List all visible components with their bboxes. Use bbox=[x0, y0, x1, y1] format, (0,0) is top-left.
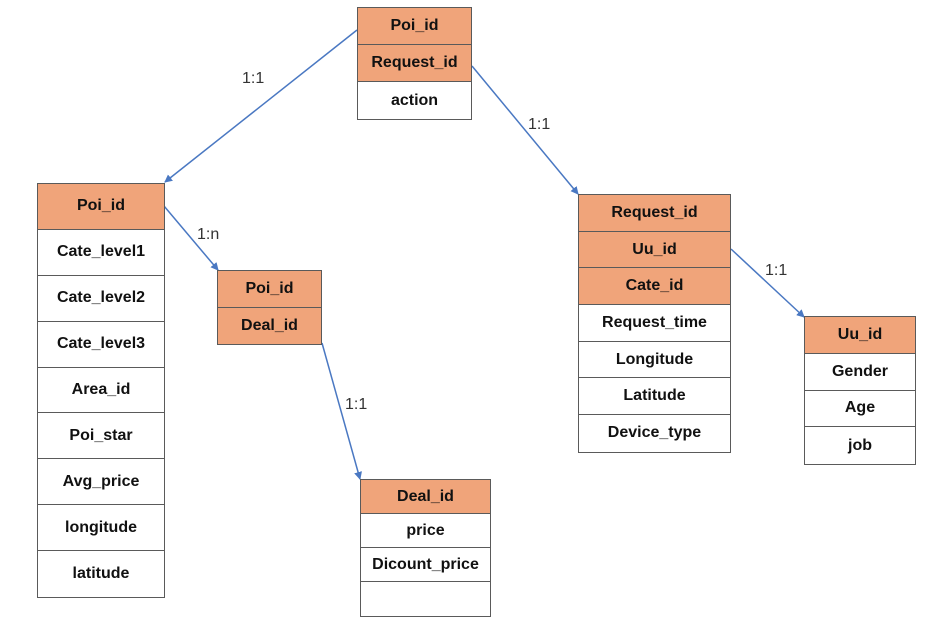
field-blank bbox=[361, 582, 490, 616]
field-action: action bbox=[390, 91, 439, 109]
relation-arrow-request-to-user bbox=[730, 248, 805, 318]
key-field-deal-id: Deal_id bbox=[361, 480, 490, 514]
field-cate-level1: Cate_level1 bbox=[38, 230, 164, 276]
field-latitude: Latitude bbox=[579, 378, 730, 416]
relation-label-request-user: 1:1 bbox=[765, 262, 788, 279]
field-request-time: Request_time bbox=[579, 305, 730, 342]
field-cate-level2: Cate_level2 bbox=[38, 276, 164, 322]
key-field-request-id: Request_id bbox=[358, 45, 471, 82]
key-field-uu-id: Uu_id bbox=[805, 317, 915, 354]
field-gender: Gender bbox=[805, 354, 915, 391]
field-device-type: Device_type bbox=[607, 424, 702, 442]
key-field-deal-id: Deal_id bbox=[218, 307, 321, 344]
field-poi-star: Poi_star bbox=[38, 413, 164, 460]
field-area-id: Area_id bbox=[38, 368, 164, 414]
key-field-uu-id: Uu_id bbox=[579, 231, 730, 269]
key-field-poi-id: Poi_id bbox=[218, 271, 321, 308]
field-latitude: latitude bbox=[72, 565, 130, 583]
relation-label-poideal-deal: 1:1 bbox=[345, 396, 368, 413]
field-longitude: longitude bbox=[38, 505, 164, 552]
relation-arrow-action-to-poi bbox=[164, 29, 358, 183]
relation-arrow-action-to-request bbox=[471, 65, 579, 195]
relation-label-action-poi: 1:1 bbox=[242, 70, 265, 87]
key-field-poi-id: Poi_id bbox=[358, 8, 471, 45]
key-field-poi-id: Poi_id bbox=[38, 184, 164, 230]
field-price: price bbox=[361, 514, 490, 548]
field-cate-level3: Cate_level3 bbox=[38, 322, 164, 368]
relation-label-poi-poideal: 1:n bbox=[197, 226, 220, 243]
field-dicount-price: Dicount_price bbox=[361, 548, 490, 582]
relation-label-action-request: 1:1 bbox=[528, 116, 551, 133]
field-job: job bbox=[848, 436, 872, 454]
field-longitude: Longitude bbox=[579, 342, 730, 379]
key-field-cate-id: Cate_id bbox=[579, 268, 730, 306]
field-avg-price: Avg_price bbox=[38, 459, 164, 506]
key-field-request-id: Request_id bbox=[579, 195, 730, 232]
field-age: Age bbox=[805, 391, 915, 428]
